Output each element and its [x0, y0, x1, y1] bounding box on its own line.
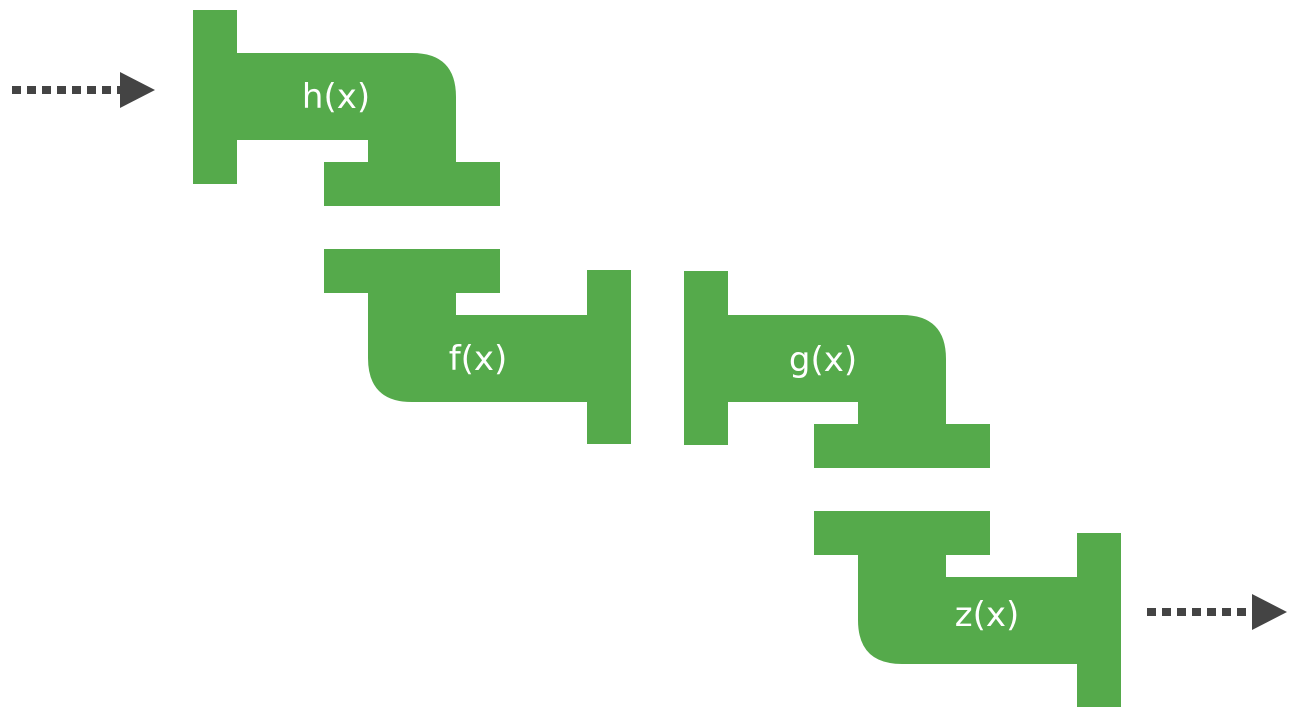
pipe-f-elbow: [368, 293, 587, 402]
pipe-z: z(x): [814, 511, 1121, 707]
pipe-f-flange-top: [324, 249, 500, 293]
pipe-g-label: g(x): [789, 340, 857, 380]
pipe-z-flange-right: [1077, 533, 1121, 707]
output-arrow-icon: [1147, 594, 1287, 630]
pipe-f: f(x): [324, 249, 631, 444]
pipe-h-label: h(x): [302, 77, 370, 117]
pipe-h: h(x): [193, 10, 500, 206]
pipe-z-elbow: [858, 555, 1077, 664]
pipe-g-flange-bottom: [814, 424, 990, 468]
pipe-g-flange-left: [684, 271, 728, 445]
pipe-h-flange-bottom: [324, 162, 500, 206]
input-arrow-icon: [12, 72, 155, 108]
pipe-g: g(x): [684, 271, 990, 468]
pipe-z-label: z(x): [955, 595, 1020, 635]
pipe-h-flange-left: [193, 10, 237, 184]
pipe-h-elbow: [237, 53, 456, 162]
pipe-z-flange-top: [814, 511, 990, 555]
pipe-g-elbow: [728, 315, 946, 424]
pipe-f-flange-right: [587, 270, 631, 444]
pipe-f-label: f(x): [449, 339, 508, 379]
